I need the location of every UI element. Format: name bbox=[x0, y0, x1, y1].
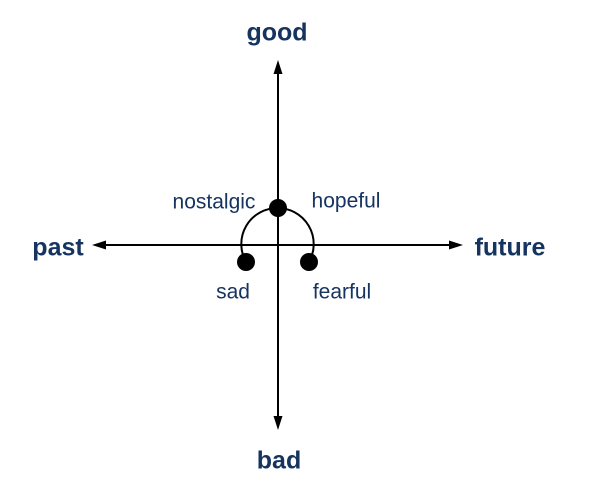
arrowhead-right-icon bbox=[449, 240, 463, 250]
arrowhead-down-icon bbox=[273, 416, 283, 430]
arrowhead-up-icon bbox=[273, 60, 283, 74]
point-label-fearful: fearful bbox=[312, 280, 372, 304]
arrowhead-left-icon bbox=[92, 240, 106, 250]
axis-label-good: good bbox=[246, 18, 308, 47]
axis-label-past: past bbox=[32, 233, 84, 262]
point-label-sad: sad bbox=[216, 280, 250, 304]
apex-dot bbox=[269, 199, 287, 217]
lower-right-dot bbox=[300, 253, 318, 271]
lower-left-dot bbox=[237, 253, 255, 271]
point-label-nostalgic: nostalgic bbox=[172, 190, 256, 214]
point-label-hopeful: hopeful bbox=[311, 189, 381, 213]
axis-label-future: future bbox=[474, 233, 546, 262]
axis-label-bad: bad bbox=[256, 446, 302, 475]
